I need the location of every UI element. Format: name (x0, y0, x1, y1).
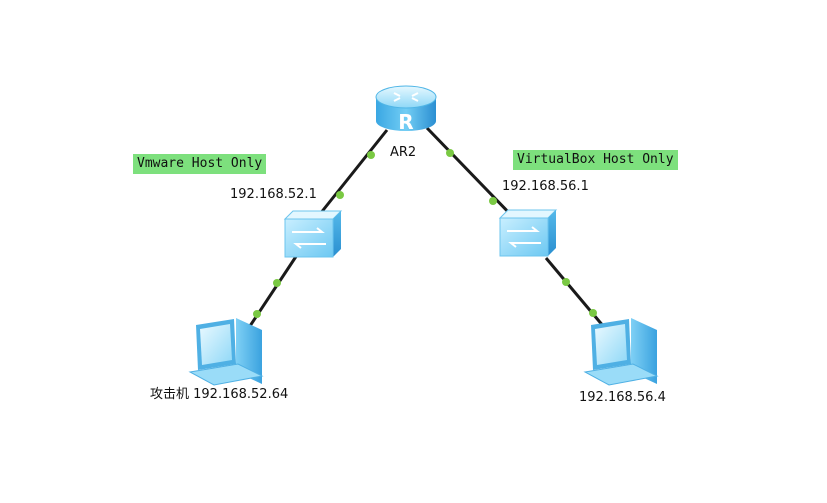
port-dot (589, 309, 597, 317)
port-dot (336, 191, 344, 199)
router-icon[interactable]: R (375, 85, 437, 134)
port-dot (273, 279, 281, 287)
pc-icon[interactable] (583, 318, 659, 386)
port-dot (446, 149, 454, 157)
link-left-switch-to-left-pc (244, 254, 299, 333)
right-pc-label: 192.168.56.4 (579, 390, 666, 405)
router-name-label: AR2 (390, 145, 417, 160)
link-right-switch-to-right-pc (544, 257, 606, 328)
segment-label-vmware: Vmware Host Only (133, 154, 267, 174)
segment-label-virtualbox: VirtualBox Host Only (513, 150, 678, 170)
switch-icon[interactable] (283, 210, 343, 258)
port-dot (367, 151, 375, 159)
port-dots (253, 149, 597, 318)
link-router-to-left-switch (314, 129, 389, 220)
port-dot (489, 197, 497, 205)
pc-icon[interactable] (188, 318, 264, 386)
port-dot (253, 310, 261, 318)
link-router-to-right-switch (425, 126, 516, 220)
right-gateway-ip-label: 192.168.56.1 (502, 179, 589, 194)
left-pc-label: 攻击机 192.168.52.64 (150, 387, 289, 402)
svg-text:R: R (398, 110, 413, 134)
left-gateway-ip-label: 192.168.52.1 (230, 187, 317, 202)
port-dot (562, 278, 570, 286)
switch-icon[interactable] (498, 209, 558, 257)
